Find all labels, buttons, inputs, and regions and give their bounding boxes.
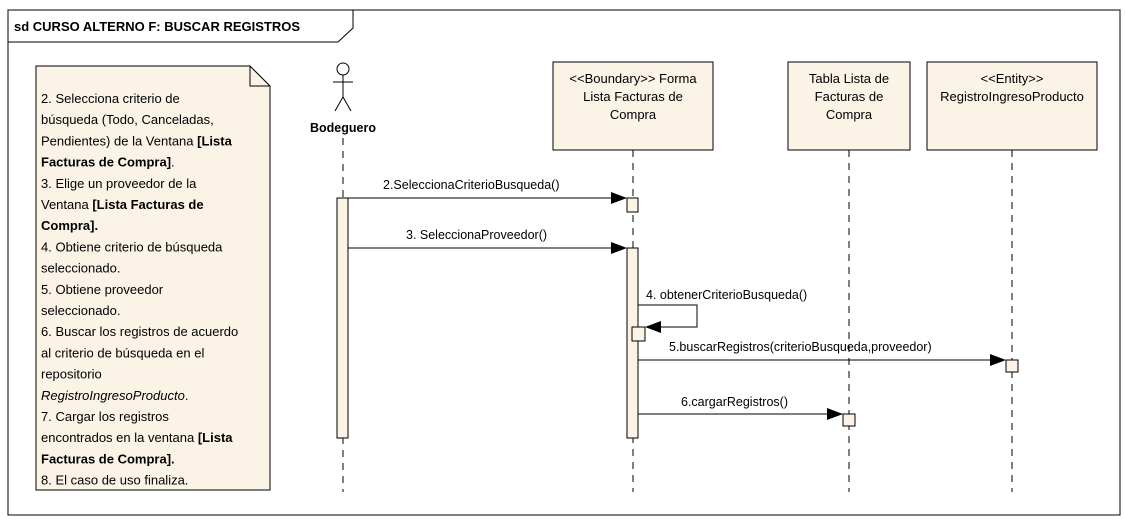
lifeline-forma-header: <<Boundary>> Forma Lista Facturas de Com… — [552, 61, 714, 151]
lifeline-box — [926, 61, 1098, 151]
activation-forma-self — [631, 326, 646, 342]
note-line: Facturas de Compra]. — [41, 155, 175, 170]
note-text-run: repositorio — [41, 367, 102, 382]
arrowhead-icon — [990, 354, 1006, 366]
arrowhead-icon — [611, 242, 627, 254]
note-line: RegistroIngresoProducto. — [41, 388, 188, 403]
activation-forma-2 — [626, 247, 639, 439]
note-text-run: 5. Obtiene proveedor — [41, 282, 164, 297]
note-text-run: 7. Cargar los registros — [41, 409, 169, 424]
actor-left-leg — [334, 96, 344, 112]
note-line: 3. Elige un proveedor de la — [41, 176, 197, 191]
diagram-frame — [7, 9, 1121, 516]
message-3: 3. SeleccionaProveedor() — [348, 228, 627, 254]
note-text-run: [Lista Facturas de — [92, 197, 203, 212]
note-text-run: al criterio de búsqueda en el — [41, 345, 204, 360]
note-text-run: 4. Obtiene criterio de búsqueda — [41, 239, 223, 254]
lifeline-box — [552, 61, 714, 151]
lifeline-box — [787, 61, 911, 151]
lifeline-tabla-line-1: Tabla Lista de — [809, 71, 889, 86]
note-line: seleccionado. — [41, 303, 121, 318]
note-body — [35, 65, 271, 491]
arrowhead-icon — [827, 408, 843, 420]
arrowhead-icon — [611, 192, 627, 204]
note-line: 5. Obtiene proveedor — [41, 282, 164, 297]
lifeline-entity-line-1: <<Entity>> — [981, 71, 1044, 86]
activation-tabla — [842, 413, 856, 427]
note-line: 7. Cargar los registros — [41, 409, 169, 424]
lifeline-forma-line-3: Compra — [610, 107, 657, 122]
lifeline-forma-line-1: <<Boundary>> Forma — [569, 71, 697, 86]
note-line: 4. Obtiene criterio de búsqueda — [41, 239, 223, 254]
note-line: al criterio de búsqueda en el — [41, 345, 204, 360]
actor-name: Bodeguero — [310, 121, 376, 135]
note-text-run: Ventana — [41, 197, 92, 212]
note-text-run: RegistroIngresoProducto — [41, 388, 185, 403]
note-line: 2. Selecciona criterio de — [41, 91, 180, 106]
note-line: encontrados en la ventana [Lista — [41, 430, 233, 445]
message-label: 2.SeleccionaCriterioBusqueda() — [383, 178, 559, 192]
message-4-self: 4. obtenerCriterioBusqueda() — [638, 288, 807, 333]
lifeline-entity-header: <<Entity>> RegistroIngresoProducto — [926, 61, 1098, 151]
description-note: 2. Selecciona criterio de búsqueda (Todo,… — [35, 65, 271, 491]
activation-forma-1 — [626, 197, 639, 213]
note-text-run: [Lista — [197, 133, 232, 148]
arrowhead-icon — [645, 321, 661, 333]
frame-title-tab — [7, 9, 354, 43]
note-text-run: Facturas de Compra] — [41, 155, 171, 170]
lifeline-entity-line-2: RegistroIngresoProducto — [940, 89, 1084, 104]
note-text-run: . — [185, 388, 189, 403]
note-text-run: Compra]. — [41, 218, 98, 233]
lifeline-forma-line-2: Lista Facturas de — [583, 89, 683, 104]
activation-entity — [1005, 359, 1019, 373]
actor-head — [336, 62, 350, 76]
note-text-run: [Lista — [198, 430, 233, 445]
note-line: 8. El caso de uso finaliza. — [41, 473, 188, 488]
note-line: 6. Buscar los registros de acuerdo — [41, 324, 238, 339]
note-text-run: seleccionado. — [41, 303, 121, 318]
note-text-run: 6. Buscar los registros de acuerdo — [41, 324, 238, 339]
lifeline-tabla-line-3: Compra — [826, 107, 873, 122]
note-text-run: Pendientes) de la Ventana — [41, 133, 197, 148]
note-line: Ventana [Lista Facturas de — [41, 197, 204, 212]
note-text-run: . — [171, 155, 175, 170]
note-line: búsqueda (Todo, Canceladas, — [41, 112, 214, 127]
note-text-run: 8. El caso de uso finaliza. — [41, 473, 188, 488]
activation-bodeguero — [336, 197, 349, 439]
note-line: repositorio — [41, 367, 102, 382]
message-6: 6.cargarRegistros() — [638, 395, 843, 420]
note-line: Compra]. — [41, 218, 98, 233]
note-text-run: 3. Elige un proveedor de la — [41, 176, 197, 191]
note-text-run: búsqueda (Todo, Canceladas, — [41, 112, 214, 127]
lifeline-tabla-line-2: Facturas de — [815, 89, 884, 104]
message-label: 3. SeleccionaProveedor() — [406, 228, 547, 242]
note-text: 2. Selecciona criterio de búsqueda (Todo,… — [41, 91, 238, 488]
note-fold-corner — [249, 66, 270, 87]
message-label: 4. obtenerCriterioBusqueda() — [646, 288, 807, 302]
message-2: 2.SeleccionaCriterioBusqueda() — [348, 178, 627, 204]
note-text-run: Facturas de Compra]. — [41, 451, 175, 466]
note-text-run: 2. Selecciona criterio de — [41, 91, 180, 106]
message-label: 5.buscarRegistros(criterioBusqueda,prove… — [669, 340, 932, 354]
note-text-run: encontrados en la ventana — [41, 430, 198, 445]
message-label: 6.cargarRegistros() — [681, 395, 788, 409]
note-line: Facturas de Compra]. — [41, 451, 175, 466]
note-text-run: seleccionado. — [41, 261, 121, 276]
note-line: seleccionado. — [41, 261, 121, 276]
frame-title: sd CURSO ALTERNO F: BUSCAR REGISTROS — [14, 19, 300, 34]
lifeline-tabla-header: Tabla Lista de Facturas de Compra — [787, 61, 911, 151]
message-line — [638, 304, 698, 328]
message-5: 5.buscarRegistros(criterioBusqueda,prove… — [638, 340, 1006, 366]
actor-right-leg — [342, 96, 352, 112]
actor-bodeguero: Bodeguero — [310, 62, 376, 135]
note-line: Pendientes) de la Ventana [Lista — [41, 133, 233, 148]
